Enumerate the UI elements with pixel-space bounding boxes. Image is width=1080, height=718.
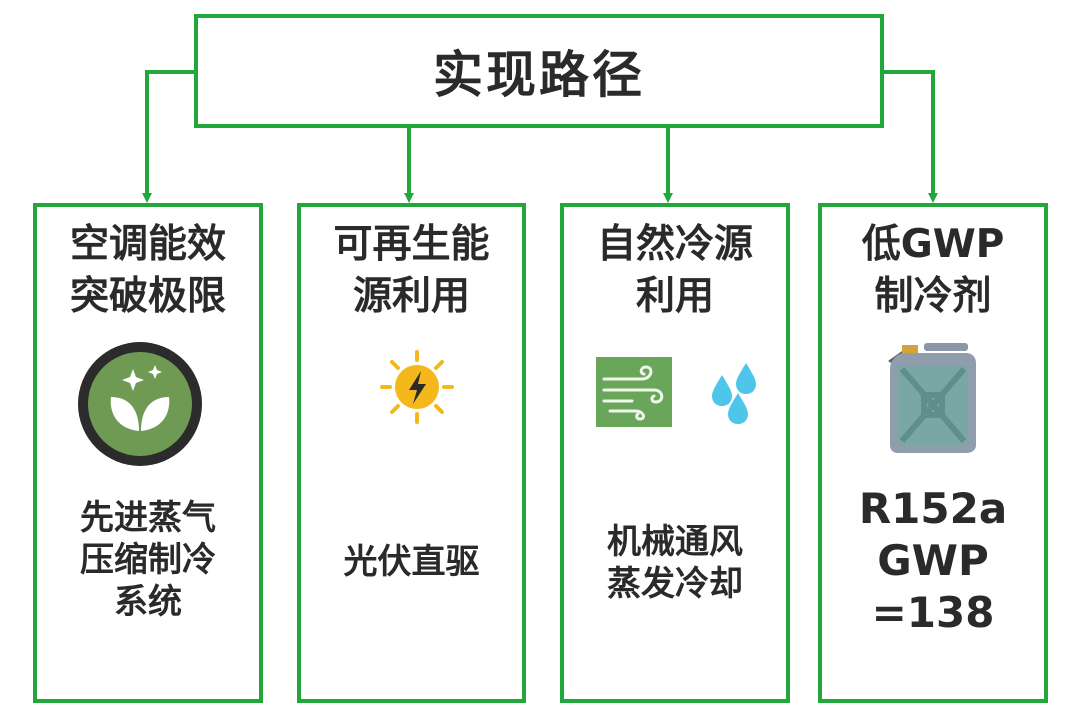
column-low-gwp: 低GWP 制冷剂 R152a GWP =138 (818, 203, 1048, 703)
jerry-can-icon (888, 343, 976, 453)
header-box: 实现路径 (194, 14, 884, 128)
column-title: 自然冷源 利用 (596, 222, 753, 319)
water-drops-icon (712, 363, 756, 424)
column-description: 先进蒸气 压缩制冷 系统 (80, 498, 216, 622)
column-title: 低GWP 制冷剂 (861, 222, 1005, 319)
leaf-badge-icon (78, 342, 202, 466)
column-description: 光伏直驱 (343, 542, 480, 582)
sun-bolt-icon (380, 350, 454, 424)
column-title: 空调能效 突破极限 (69, 222, 226, 319)
arrow-to-col1 (142, 70, 194, 203)
arrow-to-col4 (884, 70, 938, 203)
column-ac-efficiency: 空调能效 突破极限 先进蒸气 压缩制冷 系统 (33, 203, 263, 703)
column-description: 机械通风 蒸发冷却 (607, 522, 743, 604)
column-natural-cooling: 自然冷源 利用 机械通风 蒸发冷却 (560, 203, 790, 703)
column-title: 可再生能 源利用 (333, 222, 490, 319)
page-title: 实现路径 (433, 46, 645, 104)
wind-icon (596, 357, 672, 427)
column-description: R152a GWP =138 (858, 484, 1008, 637)
column-renewable: 可再生能 源利用 光伏直驱 (297, 203, 526, 703)
